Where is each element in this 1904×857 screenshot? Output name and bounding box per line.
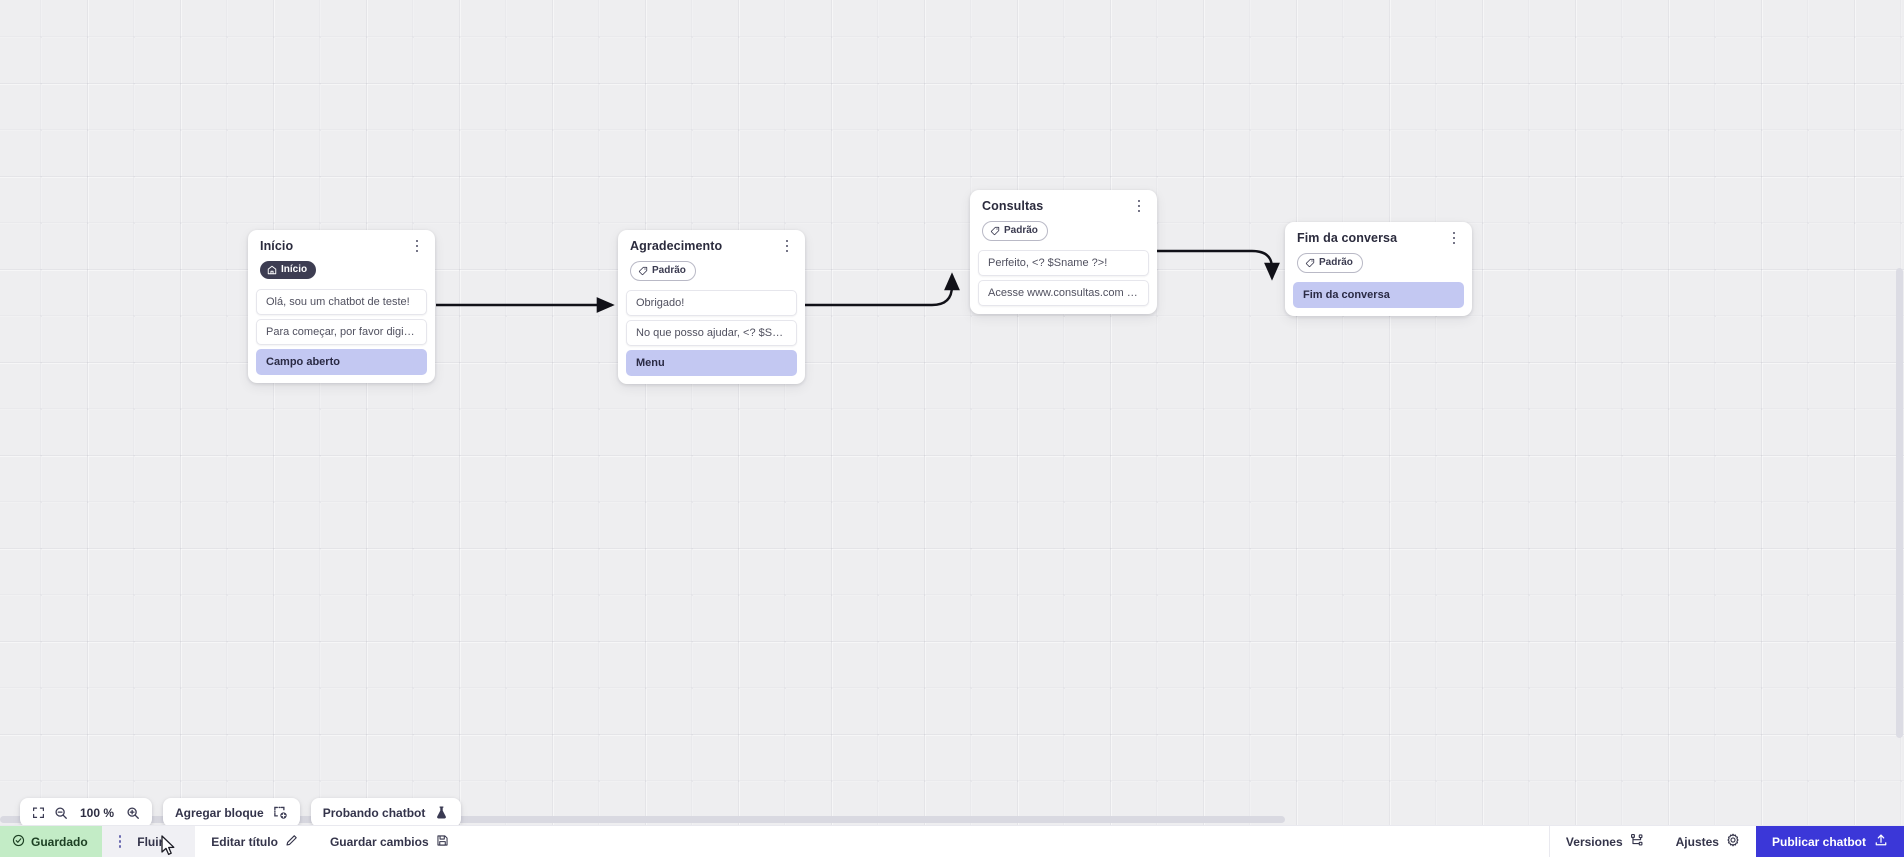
- node-row-accent[interactable]: Fim da conversa: [1293, 282, 1464, 308]
- tag-icon: [1305, 258, 1315, 268]
- versions-label: Versiones: [1565, 834, 1623, 849]
- node-row[interactable]: Perfeito, <? $Sname ?>!: [978, 250, 1149, 276]
- node-header: Início: [248, 239, 435, 254]
- saved-status-badge: Guardado: [0, 826, 102, 857]
- flask-icon: [434, 805, 449, 820]
- fit-screen-icon[interactable]: [32, 806, 45, 819]
- bottom-status-bar: Guardado Fluir Editar título Guardar cam…: [0, 825, 1904, 857]
- node-badge-start[interactable]: Início: [260, 261, 317, 279]
- node-badge-label: Início: [281, 264, 308, 275]
- node-title: Agradecimento: [630, 239, 723, 253]
- tag-icon: [990, 226, 1000, 236]
- flow-node-agradecimento[interactable]: Agradecimento Padrão Obrigado! No que po…: [618, 230, 805, 384]
- bottom-bar-right: Versiones Ajustes: [1548, 826, 1904, 857]
- add-block-icon: [273, 805, 288, 820]
- horizontal-scrollbar[interactable]: [0, 816, 1285, 823]
- flow-node-consultas[interactable]: Consultas Padrão Perfeito, <? $Sname ?>!…: [970, 190, 1157, 314]
- node-title: Consultas: [982, 199, 1044, 213]
- pencil-icon: [285, 834, 298, 850]
- tab-flow-label: Fluir: [137, 834, 164, 849]
- upload-icon: [1874, 833, 1888, 850]
- node-badge-default[interactable]: Padrão: [630, 261, 696, 281]
- edit-title-label: Editar título: [211, 834, 278, 849]
- save-changes-label: Guardar cambios: [329, 834, 429, 849]
- node-header: Agradecimento: [618, 239, 805, 254]
- node-menu-button[interactable]: [1447, 230, 1461, 246]
- node-menu-button[interactable]: [780, 238, 794, 254]
- node-badges: Padrão: [970, 214, 1157, 241]
- test-chatbot-label: Probando chatbot: [322, 805, 426, 820]
- node-row[interactable]: Olá, sou um chatbot de teste!: [256, 289, 427, 315]
- flow-canvas[interactable]: Início Início Olá, sou um chatbot de tes…: [0, 0, 1904, 825]
- vertical-scrollbar[interactable]: [1896, 268, 1903, 738]
- edge-consultas-to-fim: [1157, 249, 1280, 281]
- node-badges: Padrão: [1285, 246, 1472, 273]
- node-row-accent[interactable]: Menu: [626, 350, 797, 376]
- flow-connectors: [436, 249, 1280, 313]
- publish-chatbot-button[interactable]: Publicar chatbot: [1755, 826, 1904, 857]
- branch-icon: [1630, 833, 1644, 850]
- zoom-controls: 100 %: [20, 798, 152, 827]
- check-circle-icon: [12, 834, 25, 850]
- zoom-level: 100 %: [79, 805, 115, 820]
- node-badge-label: Padrão: [1319, 257, 1353, 268]
- settings-button[interactable]: Ajustes: [1660, 826, 1756, 857]
- node-row[interactable]: Acesse www.consultas.com par...: [978, 280, 1149, 306]
- node-title: Início: [260, 239, 294, 253]
- zoom-in-icon[interactable]: [126, 806, 140, 820]
- edit-title-button[interactable]: Editar título: [195, 826, 314, 857]
- node-rows: Perfeito, <? $Sname ?>! Acesse www.consu…: [970, 241, 1157, 306]
- node-menu-button[interactable]: [1132, 198, 1146, 214]
- floppy-disk-icon: [436, 834, 449, 850]
- node-rows: Olá, sou um chatbot de teste! Para começ…: [248, 280, 435, 375]
- node-header: Fim da conversa: [1285, 231, 1472, 246]
- test-chatbot-button[interactable]: Probando chatbot: [310, 798, 462, 827]
- save-changes-button[interactable]: Guardar cambios: [314, 826, 465, 857]
- tab-flow[interactable]: Fluir: [101, 826, 196, 857]
- node-badges: Início: [248, 254, 435, 280]
- node-rows: Fim da conversa: [1285, 273, 1472, 308]
- node-badge-default[interactable]: Padrão: [982, 221, 1048, 241]
- node-badge-default[interactable]: Padrão: [1297, 253, 1363, 273]
- node-row[interactable]: No que posso ajudar, <? $Sname ...: [626, 320, 797, 346]
- node-badge-label: Padrão: [1004, 225, 1038, 236]
- node-menu-button[interactable]: [410, 238, 424, 254]
- node-header: Consultas: [970, 199, 1157, 214]
- versions-button[interactable]: Versiones: [1550, 826, 1660, 857]
- canvas-toolbar: 100 % Agregar bloque Probando chatbot: [20, 798, 462, 827]
- node-title: Fim da conversa: [1297, 231, 1398, 245]
- zoom-out-icon[interactable]: [54, 806, 68, 820]
- settings-label: Ajustes: [1675, 834, 1719, 849]
- node-rows: Obrigado! No que posso ajudar, <? $Sname…: [618, 281, 805, 376]
- node-row[interactable]: Para começar, por favor digite o ...: [256, 319, 427, 345]
- add-block-label: Agregar bloque: [175, 805, 264, 820]
- edge-agradecimento-to-consultas: [805, 272, 960, 307]
- home-icon: [267, 265, 277, 275]
- saved-label: Guardado: [31, 834, 88, 849]
- flow-node-inicio[interactable]: Início Início Olá, sou um chatbot de tes…: [248, 230, 435, 383]
- node-row-accent[interactable]: Campo aberto: [256, 349, 427, 375]
- tag-icon: [638, 266, 648, 276]
- node-row[interactable]: Obrigado!: [626, 290, 797, 316]
- node-badge-label: Padrão: [652, 265, 686, 276]
- flow-node-fim-da-conversa[interactable]: Fim da conversa Padrão Fim da conversa: [1285, 222, 1472, 316]
- publish-label: Publicar chatbot: [1771, 834, 1866, 849]
- node-badges: Padrão: [618, 254, 805, 281]
- add-block-button[interactable]: Agregar bloque: [163, 798, 300, 827]
- vertical-dots-icon[interactable]: [110, 835, 131, 848]
- gear-icon: [1726, 833, 1740, 850]
